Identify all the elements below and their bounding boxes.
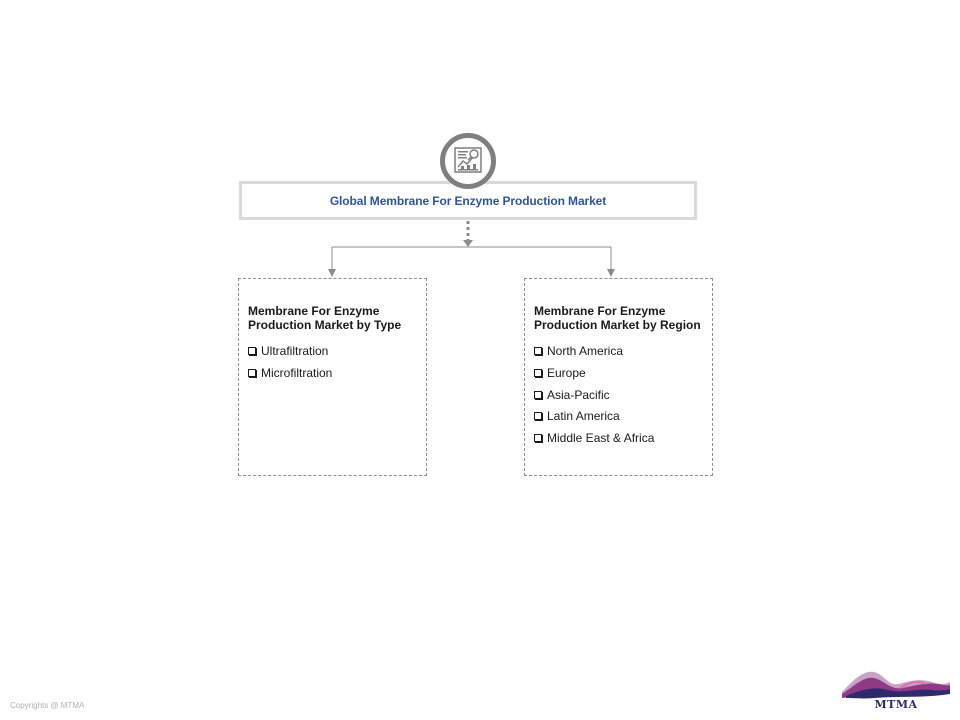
segment-panel-region: Membrane For Enzyme Production Market by… (524, 278, 713, 476)
segment-title: Membrane For Enzyme Production Market by… (248, 304, 402, 332)
branch-left-arrowhead (328, 269, 336, 277)
list-item: North America (534, 344, 703, 358)
checkbox-icon (534, 368, 542, 377)
list-item-label: Middle East & Africa (547, 431, 655, 446)
list-item: Asia-Pacific (534, 388, 703, 402)
list-item-label: Asia-Pacific (547, 387, 610, 402)
list-item-label: Ultrafiltration (261, 344, 329, 358)
branch-right-arrowhead (607, 269, 615, 277)
list-item-label: Europe (547, 365, 586, 380)
checkbox-icon (534, 412, 542, 421)
list-item-label: Latin America (547, 409, 620, 424)
checkbox-icon (534, 347, 542, 355)
company-logo: MTMA (840, 668, 952, 712)
checkbox-icon (534, 434, 542, 443)
checkbox-icon (534, 390, 542, 399)
list-item: Microfiltration (248, 366, 417, 380)
segment-list: North America Europe Asia-Pacific Latin … (534, 344, 703, 445)
list-item-label: Microfiltration (261, 365, 333, 380)
checkbox-icon (248, 347, 256, 355)
copyright-text: Copyrights @ MTMA (10, 701, 85, 710)
segment-title: Membrane For Enzyme Production Market by… (534, 304, 701, 332)
report-chart-icon (440, 133, 496, 189)
list-item: Europe (534, 366, 703, 380)
root-title: Global Membrane For Enzyme Production Ma… (329, 193, 607, 208)
list-item: Middle East & Africa (534, 431, 703, 445)
list-item-label: North America (547, 344, 624, 358)
segment-list: Ultrafiltration Microfiltration (248, 344, 417, 380)
segment-panel-type: Membrane For Enzyme Production Market by… (238, 278, 427, 476)
list-item: Latin America (534, 409, 703, 423)
list-item: Ultrafiltration (248, 344, 417, 358)
root-stem-arrowhead (463, 240, 473, 247)
logo-wave-icon (842, 671, 950, 699)
checkbox-icon (248, 368, 256, 377)
logo-text: MTMA (874, 698, 918, 711)
